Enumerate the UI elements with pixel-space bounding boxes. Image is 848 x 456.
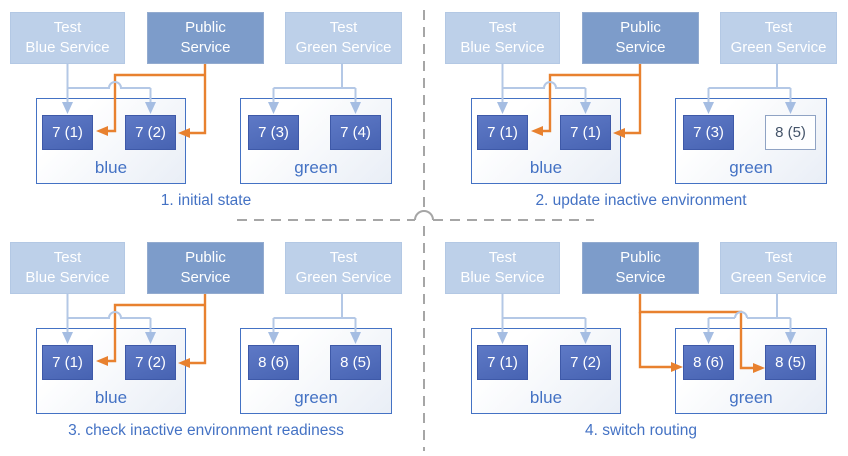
quadrant-title: 3. check inactive environment readiness (68, 422, 344, 439)
service-label-line2: Service (180, 39, 231, 56)
quadrant-check-readiness: Test Blue Service Public Service Test Gr… (0, 230, 424, 456)
public-service-box: Public Service (147, 12, 264, 64)
public-service-box: Public Service (582, 242, 699, 294)
blue-environment-label: blue (529, 158, 563, 177)
test-blue-connector-jump (502, 81, 586, 89)
service-label-line1: Public (185, 249, 226, 267)
instance-box: 7 (2) (560, 345, 611, 380)
instance-box: 7 (1) (42, 345, 93, 380)
instance-box: 7 (1) (477, 345, 528, 380)
instance-box: 7 (1) (42, 115, 93, 150)
service-label-line1: Public (185, 19, 226, 37)
public-route-connector (625, 62, 642, 135)
instance-box: 7 (1) (560, 115, 611, 150)
test-green-service-box: Test Green Service (285, 12, 402, 64)
public-route-connector (638, 312, 671, 369)
service-label-line2: Green Service (730, 39, 827, 56)
service-label-line1: Test (488, 19, 517, 37)
test-blue-service-box: Test Blue Service (10, 242, 125, 294)
public-route-connector (190, 292, 207, 365)
test-blue-connector-jump (67, 81, 151, 89)
service-label-line2: Blue Service (25, 269, 110, 286)
test-green-service-box: Test Green Service (285, 242, 402, 294)
test-green-connector (272, 62, 357, 103)
test-green-connector-jump (734, 311, 748, 319)
test-blue-service-box: Test Blue Service (445, 242, 560, 294)
service-label-line1: Test (329, 19, 358, 37)
test-green-connector (707, 62, 792, 103)
blue-environment-label: blue (94, 158, 128, 177)
public-service-box: Public Service (582, 12, 699, 64)
service-label-line2: Green Service (295, 269, 392, 286)
service-label-line1: Test (329, 249, 358, 267)
test-blue-connector-jump (67, 311, 151, 319)
quadrant-title: 2. update inactive environment (535, 192, 747, 209)
green-environment-label: green (729, 158, 773, 177)
instance-box: 8 (6) (248, 345, 299, 380)
test-green-connector (272, 292, 357, 333)
instance-box-inactive: 8 (5) (765, 115, 816, 150)
quadrant-update-inactive: Test Blue Service Public Service Test Gr… (435, 0, 848, 228)
instance-box: 7 (1) (477, 115, 528, 150)
blue-environment-label: blue (94, 388, 128, 407)
service-label-line1: Public (620, 19, 661, 37)
service-label-line2: Blue Service (460, 39, 545, 56)
instance-box: 7 (2) (125, 115, 176, 150)
service-label-line1: Test (53, 19, 82, 37)
service-label-line2: Blue Service (460, 269, 545, 286)
test-green-service-box: Test Green Service (720, 242, 837, 294)
service-label-line1: Test (764, 19, 793, 37)
quadrant-initial-state: Test Blue Service Public Service Test Gr… (0, 0, 424, 228)
instance-box: 8 (5) (765, 345, 816, 380)
instance-box: 7 (4) (330, 115, 381, 150)
instance-box: 7 (3) (248, 115, 299, 150)
public-service-box: Public Service (147, 242, 264, 294)
blue-environment-label: blue (529, 388, 563, 407)
test-green-service-box: Test Green Service (720, 12, 837, 64)
test-blue-service-box: Test Blue Service (10, 12, 125, 64)
instance-box: 7 (2) (125, 345, 176, 380)
service-label-line1: Test (53, 249, 82, 267)
instance-box: 8 (6) (683, 345, 734, 380)
quadrant-title: 4. switch routing (585, 422, 697, 439)
test-blue-service-box: Test Blue Service (445, 12, 560, 64)
service-label-line2: Green Service (730, 269, 827, 286)
service-label-line2: Green Service (295, 39, 392, 56)
test-green-connector (707, 292, 792, 333)
green-environment-label: green (729, 388, 773, 407)
service-label-line1: Test (488, 249, 517, 267)
quadrant-switch-routing: Test Blue Service Public Service Test Gr… (435, 230, 848, 456)
service-label-line2: Service (615, 39, 666, 56)
green-environment-label: green (294, 158, 338, 177)
instance-box: 7 (3) (683, 115, 734, 150)
public-route-connector (190, 62, 207, 135)
service-label-line2: Service (180, 269, 231, 286)
green-environment-label: green (294, 388, 338, 407)
service-label-line2: Service (615, 269, 666, 286)
service-label-line2: Blue Service (25, 39, 110, 56)
service-label-line1: Public (620, 249, 661, 267)
instance-box: 8 (5) (330, 345, 381, 380)
service-label-line1: Test (764, 249, 793, 267)
quadrant-title: 1. initial state (160, 192, 252, 209)
